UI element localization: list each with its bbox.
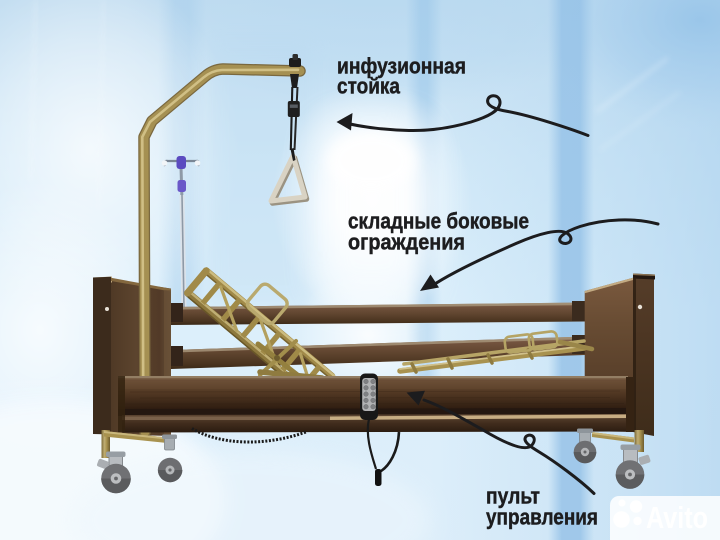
svg-text:стойка: стойка [337, 74, 400, 99]
svg-text:Avito: Avito [646, 500, 708, 535]
svg-text:управления: управления [486, 505, 598, 530]
svg-text:пульт: пульт [486, 484, 540, 509]
svg-text:инфузионная: инфузионная [337, 54, 466, 79]
svg-text:ограждения: ограждения [348, 230, 465, 255]
svg-text:складные боковые: складные боковые [348, 209, 529, 234]
